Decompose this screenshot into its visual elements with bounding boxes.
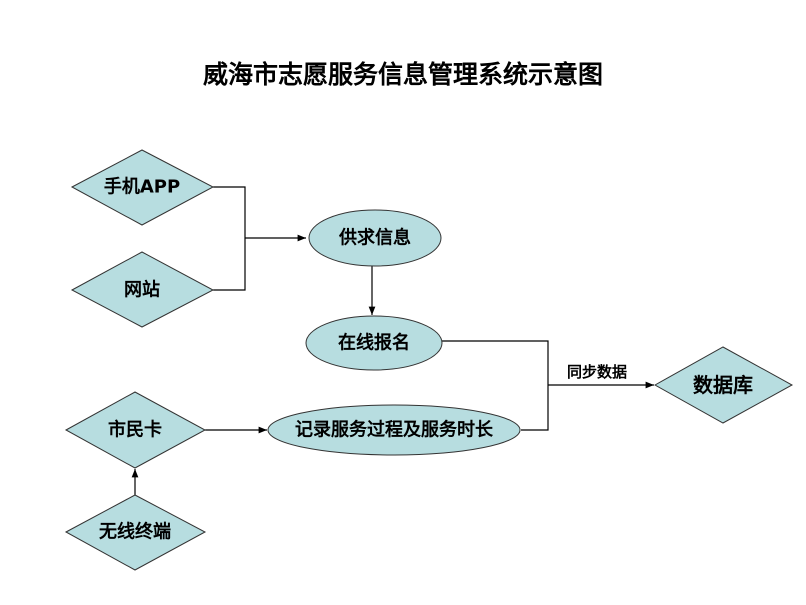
node-label: 手机APP bbox=[104, 176, 180, 198]
node-wireless-terminal[interactable]: 无线终端 bbox=[64, 494, 207, 571]
sync-data-label: 同步数据 bbox=[567, 363, 627, 381]
node-label: 供求信息 bbox=[338, 227, 411, 249]
merge-connector bbox=[213, 186, 246, 291]
ellipse-shape bbox=[305, 315, 443, 371]
diamond-shape bbox=[64, 391, 207, 469]
node-citizen-card[interactable]: 市民卡 bbox=[64, 391, 207, 469]
node-website[interactable]: 网站 bbox=[70, 251, 215, 328]
node-database[interactable]: 数据库 bbox=[653, 346, 794, 424]
ellipse-shape bbox=[267, 404, 521, 456]
node-label: 数据库 bbox=[693, 373, 753, 397]
node-supply-demand[interactable]: 供求信息 bbox=[308, 209, 442, 267]
ellipse-shape bbox=[308, 209, 442, 267]
node-online-signup[interactable]: 在线报名 bbox=[305, 315, 443, 371]
diagram-title: 威海市志愿服务信息管理系统示意图 bbox=[202, 60, 603, 89]
node-mobile-app[interactable]: 手机APP bbox=[70, 149, 215, 226]
node-label: 网站 bbox=[124, 279, 160, 301]
diamond-shape bbox=[70, 149, 215, 226]
node-label: 无线终端 bbox=[99, 521, 171, 543]
edge-to-database: 同步数据 bbox=[442, 340, 654, 431]
node-label: 在线报名 bbox=[338, 332, 410, 354]
diamond-shape bbox=[653, 346, 794, 424]
diamond-shape bbox=[70, 251, 215, 328]
node-label: 记录服务过程及服务时长 bbox=[295, 419, 494, 441]
edge-app-website-to-supply bbox=[213, 186, 306, 291]
node-label: 市民卡 bbox=[108, 419, 162, 441]
node-record-service[interactable]: 记录服务过程及服务时长 bbox=[267, 404, 521, 456]
diamond-shape bbox=[64, 494, 207, 571]
